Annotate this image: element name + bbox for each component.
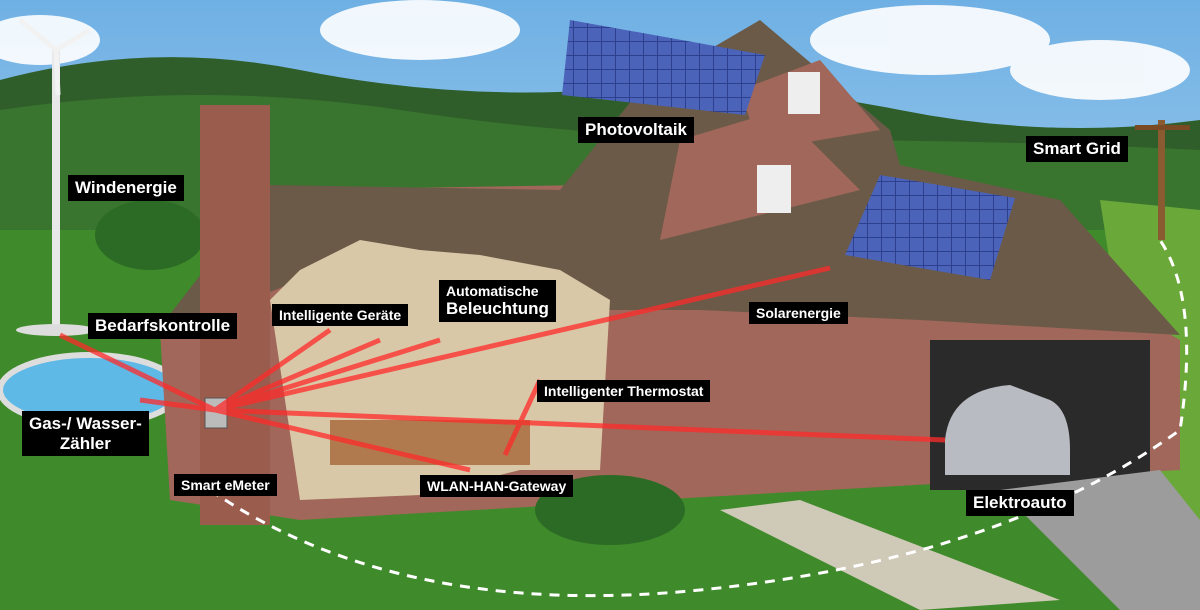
signal-lines [58, 265, 946, 473]
label-solarenergie: Solarenergie [749, 302, 848, 325]
electric-car [945, 385, 1070, 475]
label-line: Beleuchtung [446, 299, 549, 319]
label-wlan-han-gateway: WLAN-HAN-Gateway [420, 475, 574, 498]
label-gas-wasser-zaehler: Gas-/ Wasser- Zähler [22, 411, 149, 457]
label-line: Automatische [446, 283, 539, 299]
label-line: Gas-/ Wasser- [29, 414, 142, 433]
label-photovoltaik: Photovoltaik [578, 117, 695, 143]
utility-pole [1135, 120, 1190, 240]
label-intelligenter-thermostat: Intelligenter Thermostat [537, 380, 711, 403]
label-line: Zähler [59, 433, 111, 453]
label-intelligente-geraete: Intelligente Geräte [272, 304, 409, 327]
clouds [0, 0, 1190, 100]
solar-panel-roof-side [845, 175, 1015, 280]
smart-grid-dashed-line [209, 239, 1189, 598]
solar-panel-roof-top [562, 20, 765, 115]
label-elektroauto: Elektroauto [966, 490, 1074, 516]
wind-turbine [16, 18, 96, 336]
label-smart-emeter: Smart eMeter [174, 474, 277, 497]
label-smart-grid: Smart Grid [1026, 136, 1128, 162]
label-windenergie: Windenergie [68, 175, 184, 201]
label-bedarfskontrolle: Bedarfskontrolle [88, 313, 238, 339]
walkway [720, 500, 1060, 610]
label-automatische-beleuchtung: Automatische Beleuchtung [439, 280, 556, 322]
